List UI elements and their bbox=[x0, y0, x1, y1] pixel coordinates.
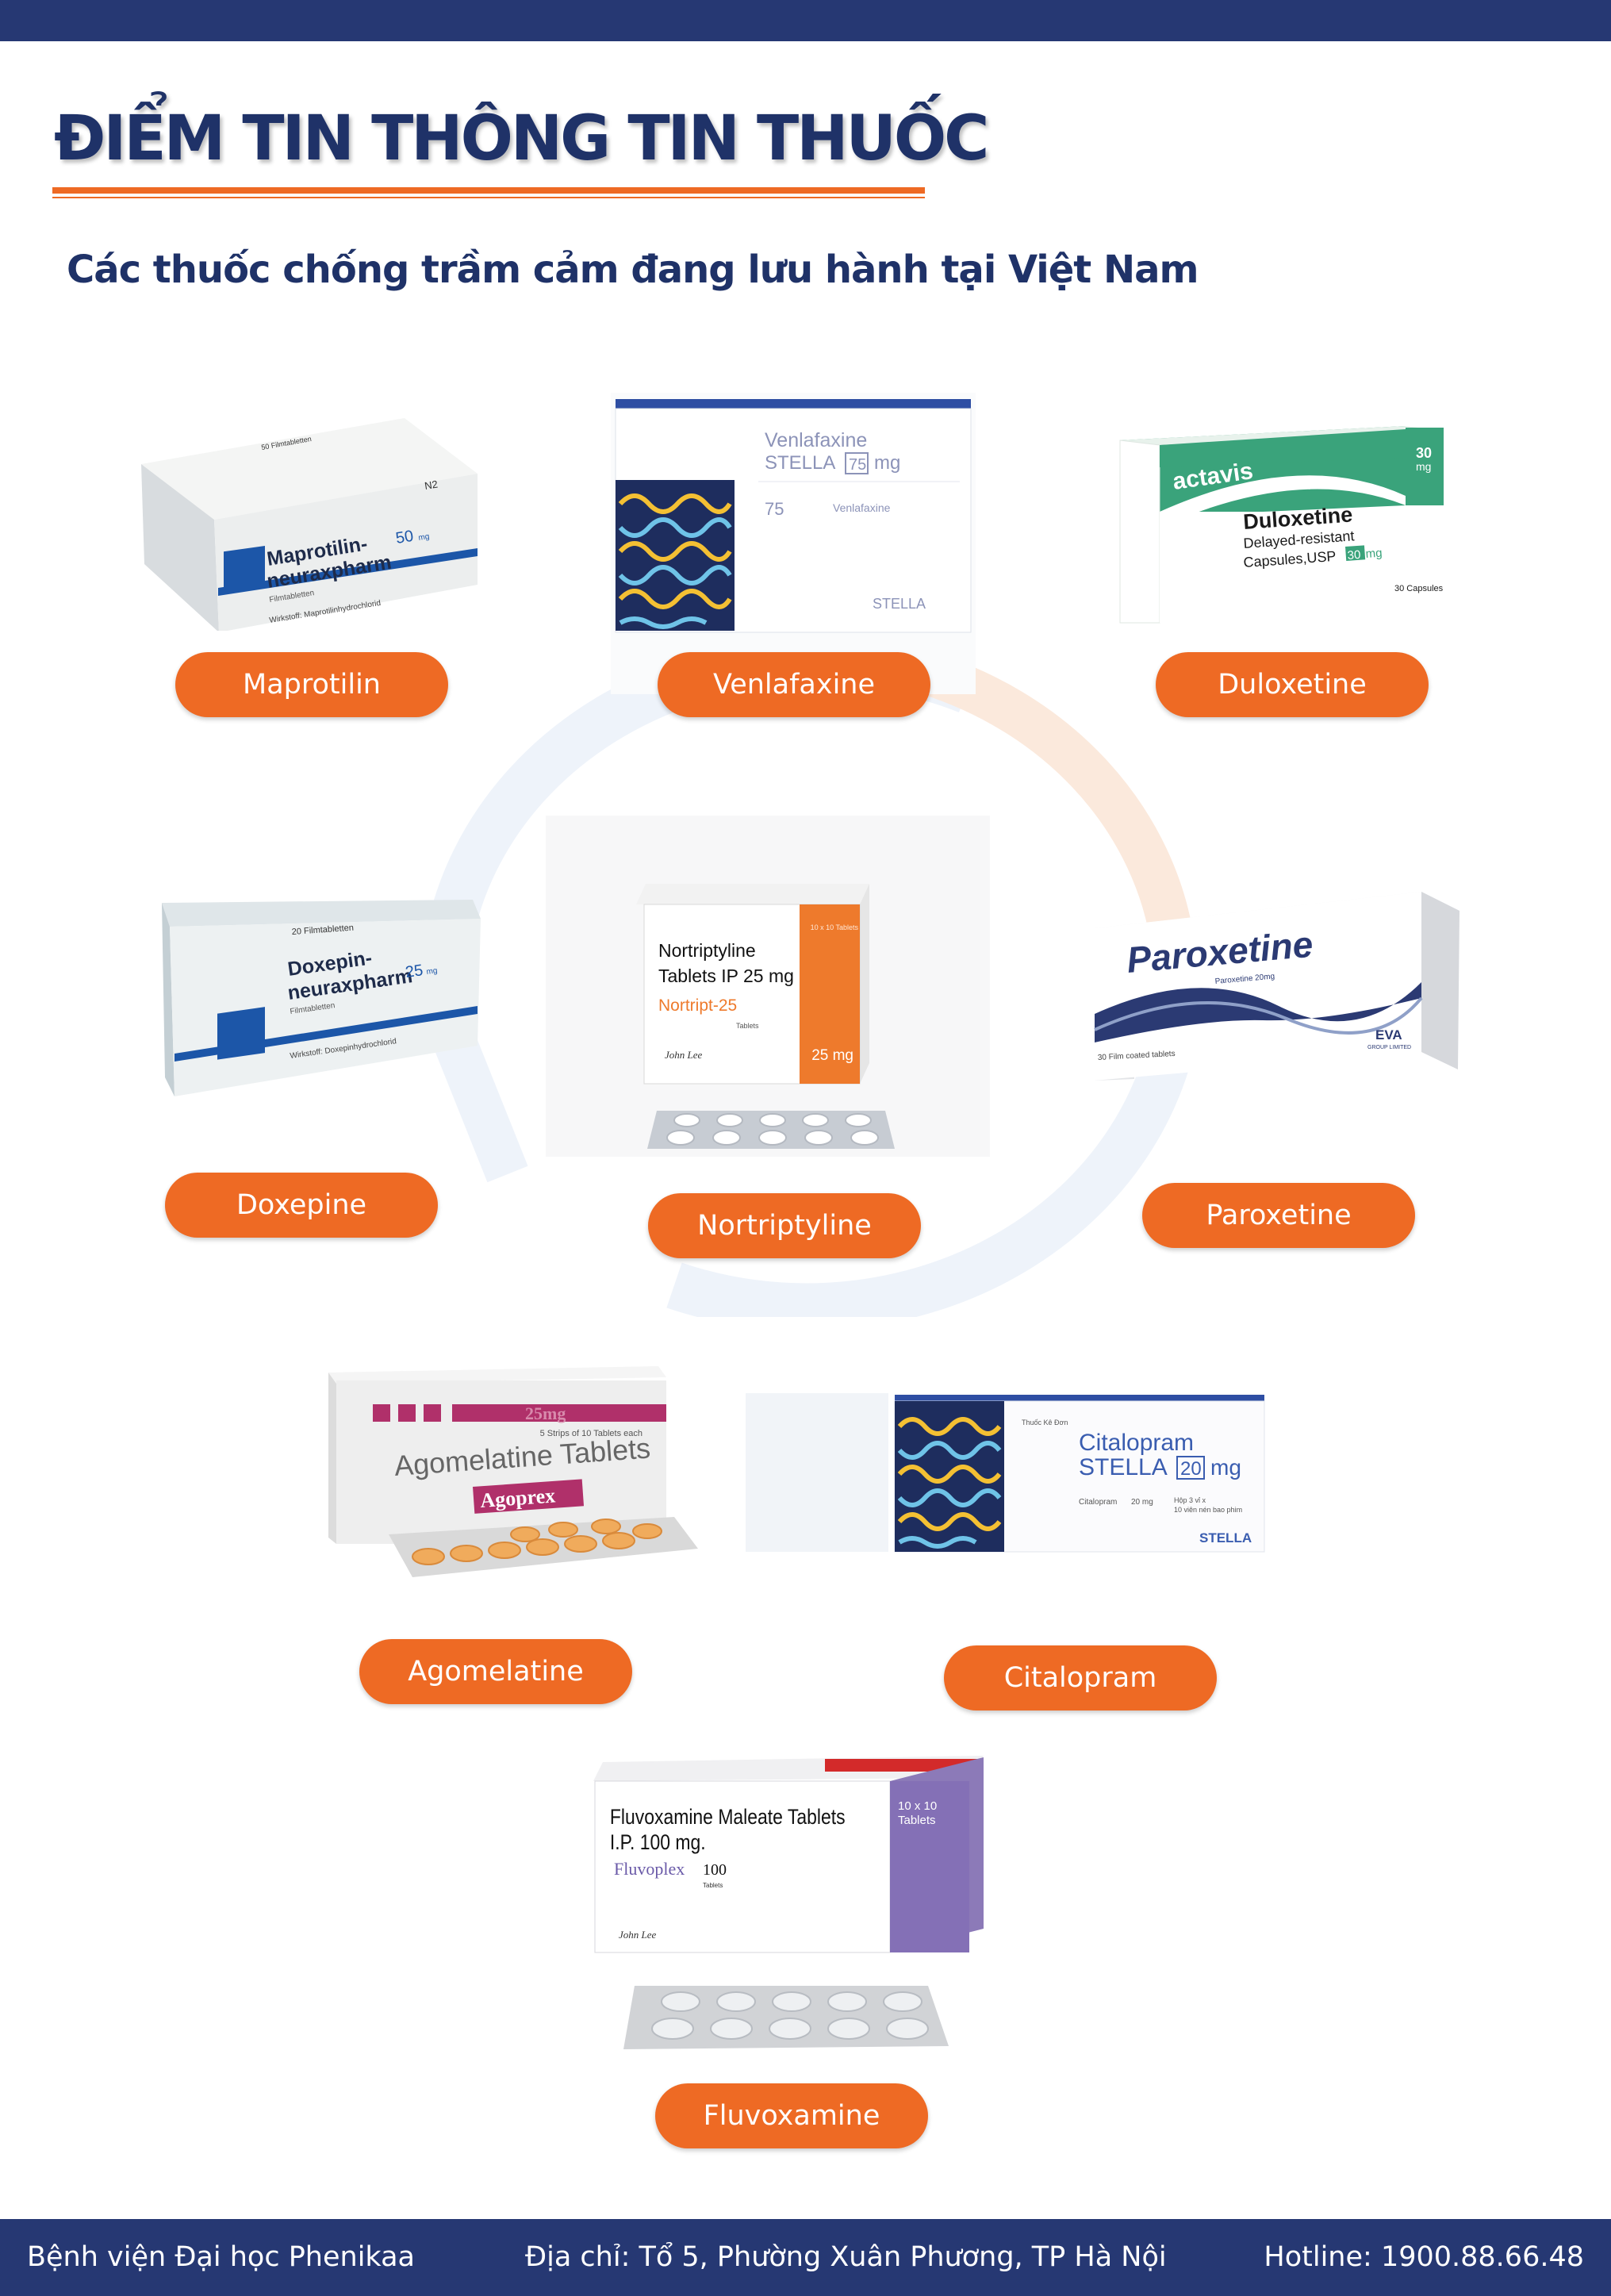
venlafaxine-side-strength: 75 bbox=[765, 499, 784, 519]
doxepine-unit: mg bbox=[426, 966, 438, 977]
nortriptyline-brand: Nortript-25 bbox=[658, 996, 737, 1015]
venlafaxine-unit: mg bbox=[874, 452, 900, 474]
venlafaxine-name: Venlafaxine bbox=[765, 429, 867, 451]
maprotilin-unit: mg bbox=[418, 532, 430, 543]
citalopram-strength-box: 20 bbox=[1180, 1458, 1202, 1480]
fluvoxamine-maker: John Lee bbox=[619, 1929, 657, 1941]
fluvoxamine-package-image: Fluvoxamine Maleate Tablets I.P. 100 mg.… bbox=[587, 1749, 999, 2067]
title-underline-thin bbox=[52, 197, 925, 198]
venlafaxine-brand: STELLA bbox=[765, 452, 835, 474]
footer-bar: Bệnh viện Đại học Phenikaa Địa chỉ: Tổ 5… bbox=[0, 2219, 1611, 2296]
footer-address: Địa chỉ: Tổ 5, Phường Xuân Phương, TP Hà… bbox=[525, 2241, 1167, 2273]
paroxetine-count: 30 Film coated tablets bbox=[1098, 1050, 1176, 1062]
paroxetine-maker-sub: GROUP LIMITED bbox=[1367, 1045, 1411, 1050]
doxepine-strength: 25 bbox=[405, 962, 424, 981]
citalopram-unit: mg bbox=[1210, 1455, 1241, 1480]
label-pill-duloxetine: Duloxetine bbox=[1156, 652, 1429, 717]
citalopram-brand: STELLA bbox=[1079, 1454, 1168, 1480]
fluvoxamine-brand: Fluvoplex bbox=[614, 1859, 685, 1879]
fluvoxamine-count2: Tablets bbox=[898, 1814, 936, 1827]
nortriptyline-strength: 25 mg bbox=[811, 1047, 853, 1064]
doxepine-package-image: 20 Filmtabletten Doxepin- neuraxpharm 25… bbox=[159, 895, 484, 1101]
label-pill-agomelatine: Agomelatine bbox=[359, 1639, 632, 1704]
nortriptyline-line2: Tablets IP 25 mg bbox=[658, 966, 794, 986]
nortriptyline-form: Tablets bbox=[736, 1022, 759, 1030]
fluvoxamine-name: Fluvoxamine Maleate Tablets bbox=[610, 1805, 846, 1829]
label-pill-doxepine: Doxepine bbox=[165, 1173, 438, 1238]
top-bar bbox=[0, 0, 1611, 41]
title-underline bbox=[52, 187, 925, 194]
citalopram-maker: STELLA bbox=[1199, 1530, 1252, 1545]
nortriptyline-maker: John Lee bbox=[665, 1049, 703, 1061]
citalopram-box-count: Hộp 3 vỉ x bbox=[1174, 1496, 1206, 1504]
agomelatine-count: 5 Strips of 10 Tablets each bbox=[540, 1429, 642, 1438]
venlafaxine-maker: STELLA bbox=[873, 596, 926, 612]
label-pill-fluvoxamine: Fluvoxamine bbox=[655, 2083, 928, 2148]
duloxetine-corner-strength: 30 bbox=[1416, 445, 1432, 461]
agomelatine-brand: Agoprex bbox=[479, 1484, 556, 1512]
duloxetine-count: 30 Capsules bbox=[1394, 584, 1444, 593]
footer-hospital: Bệnh viện Đại học Phenikaa bbox=[27, 2241, 415, 2273]
citalopram-name: Citalopram bbox=[1079, 1430, 1194, 1456]
venlafaxine-package-image: Venlafaxine STELLA 75 mg 75 Venlafaxine … bbox=[611, 393, 976, 694]
label-pill-citalopram: Citalopram bbox=[944, 1645, 1217, 1710]
fluvoxamine-count: 10 x 10 bbox=[898, 1799, 937, 1813]
label-pill-venlafaxine: Venlafaxine bbox=[658, 652, 930, 717]
paroxetine-maker: EVA bbox=[1375, 1027, 1402, 1042]
fluvoxamine-line2: I.P. 100 mg. bbox=[610, 1830, 706, 1854]
duloxetine-strength: 30 bbox=[1347, 548, 1361, 562]
nortriptyline-count: 10 x 10 Tablets bbox=[811, 923, 859, 931]
doxepine-count: 20 Filmtabletten bbox=[291, 923, 354, 937]
nortriptyline-name: Nortriptyline bbox=[658, 940, 756, 961]
agomelatine-package-image: 25mg 5 Strips of 10 Tablets each Agomela… bbox=[325, 1358, 702, 1588]
venlafaxine-side-name: Venlafaxine bbox=[833, 501, 891, 514]
agomelatine-strength: 25mg bbox=[525, 1403, 566, 1423]
fluvoxamine-form: Tablets bbox=[703, 1882, 723, 1889]
citalopram-rx: Thuốc Kê Đơn bbox=[1022, 1419, 1068, 1426]
maprotilin-badge: N2 bbox=[424, 478, 439, 492]
citalopram-package-image: Thuốc Kê Đơn Citalopram STELLA 20 mg Cit… bbox=[746, 1363, 1269, 1561]
paroxetine-package-image: Paroxetine Paroxetine 20mg 30 Film coate… bbox=[1088, 887, 1461, 1085]
duloxetine-unit: mg bbox=[1365, 547, 1383, 561]
citalopram-side-name: Citalopram bbox=[1079, 1498, 1117, 1507]
venlafaxine-strength-box: 75 bbox=[849, 456, 866, 474]
duloxetine-package-image: 30 mg actavis Duloxetine Delayed-resista… bbox=[1110, 417, 1459, 631]
maprotilin-strength: 50 bbox=[394, 528, 414, 547]
citalopram-box-count2: 10 viên nén bao phim bbox=[1174, 1506, 1242, 1514]
label-pill-maprotilin: Maprotilin bbox=[175, 652, 448, 717]
citalopram-side-strength: 20 mg bbox=[1131, 1498, 1153, 1507]
duloxetine-corner-unit: mg bbox=[1416, 460, 1431, 473]
label-pill-paroxetine: Paroxetine bbox=[1142, 1183, 1415, 1248]
maprotilin-package-image: 50 Filmtabletten Maprotilin- neuraxpharm… bbox=[135, 409, 484, 631]
page-subtitle: Các thuốc chống trầm cảm đang lưu hành t… bbox=[67, 248, 1199, 292]
nortriptyline-package-image: Nortriptyline Tablets IP 25 mg Nortript-… bbox=[546, 816, 990, 1157]
page-title: ĐIỂM TIN THÔNG TIN THUỐC bbox=[54, 103, 989, 175]
label-pill-nortriptyline: Nortriptyline bbox=[648, 1193, 921, 1258]
fluvoxamine-strength: 100 bbox=[703, 1861, 727, 1879]
footer-hotline: Hotline: 1900.88.66.48 bbox=[1264, 2241, 1584, 2273]
